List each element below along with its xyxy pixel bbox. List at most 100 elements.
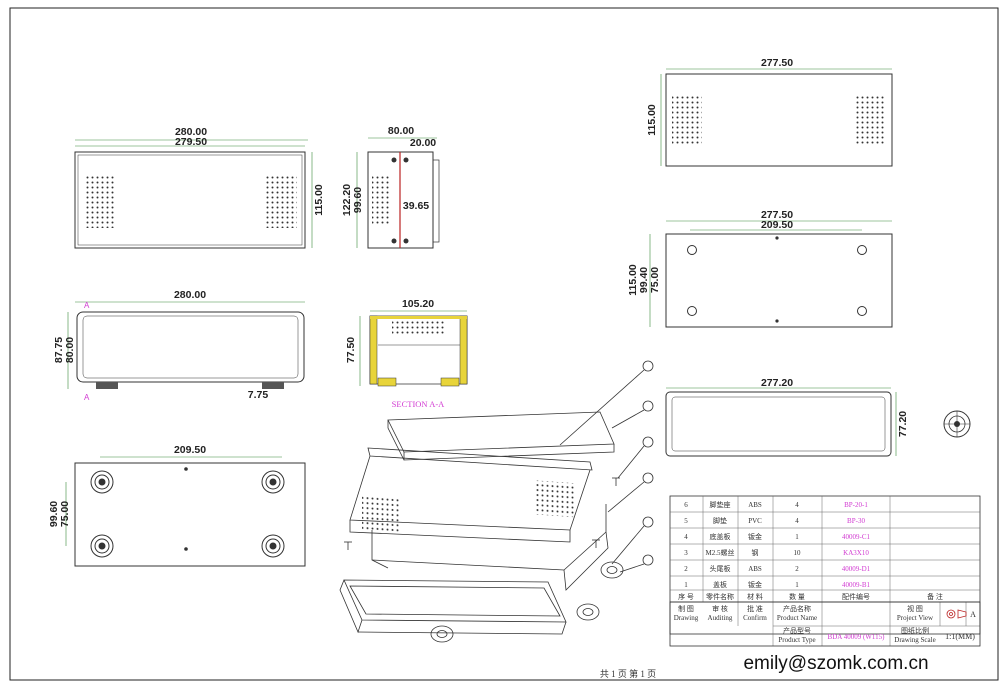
parts-cell-name: 头尾板 (710, 564, 731, 573)
drawing-border (9, 7, 999, 681)
dim-280: 280.00 (175, 126, 207, 138)
parts-cell-material: 钢 (752, 548, 759, 557)
parts-cell-qty: 1 (795, 533, 799, 541)
dim-7-75: 7.75 (248, 389, 269, 401)
dim-277-5: 277.50 (761, 57, 793, 69)
dim-77-5: 77.50 (345, 337, 357, 363)
parts-cell-code: 40009-C1 (842, 533, 871, 541)
section-a-a-view: 105.20 77.50 SECTION A-A (345, 298, 468, 409)
dim-115-top: 115.00 (646, 104, 658, 136)
dim-77-2: 77.20 (897, 411, 909, 437)
tb-project-view-en: Project View (897, 614, 934, 622)
dim-105-2: 105.20 (402, 298, 434, 310)
tb-auditing-en: Auditing (708, 614, 733, 622)
parts-cell-material: ABS (748, 501, 762, 509)
tb-product-type-en: Product Type (778, 636, 815, 644)
dim-280-b: 280.00 (174, 289, 206, 301)
parts-cell-code: 40009-B1 (842, 581, 871, 589)
tb-project-view: 视 图 (907, 604, 923, 613)
parts-cell-name: 底盖板 (710, 532, 731, 541)
section-marker-top: A (84, 301, 90, 310)
header-material: 材 料 (747, 592, 763, 601)
header-code: 配件编号 (842, 592, 870, 601)
parts-cell-code: 40009-D1 (842, 565, 871, 573)
parts-cell-qty: 10 (794, 549, 802, 557)
front-view-feet: 280.00 A A 87.75 80.00 7.75 (53, 289, 305, 402)
parts-cell-material: PVC (748, 517, 762, 525)
dim-99-6-b: 99.60 (48, 501, 60, 527)
parts-cell-name: M2.5螺丝 (706, 548, 735, 557)
section-marker-bottom: A (84, 393, 90, 402)
dim-209-5: 209.50 (174, 444, 206, 456)
header-no: 序 号 (678, 592, 694, 601)
parts-row: 6 脚垫座 ABS 4 BP-20-1 (684, 500, 868, 509)
tb-confirm-en: Confirm (743, 614, 767, 622)
parts-cell-qty: 2 (795, 565, 799, 573)
parts-cell-qty: 1 (795, 581, 799, 589)
dim-99-6: 99.60 (352, 187, 364, 213)
title-block: 制 图 Drawing 审 核 Auditing 批 准 Confirm 产品名… (674, 604, 976, 644)
dim-99-4-mid: 99.40 (638, 267, 650, 293)
exploded-isometric-view (339, 360, 654, 643)
dim-122-2: 122.20 (341, 184, 353, 216)
dim-87-75: 87.75 (53, 337, 65, 363)
dim-115: 115.00 (313, 184, 325, 216)
parts-cell-name: 盖板 (713, 580, 727, 589)
header-remark: 备 注 (927, 592, 943, 601)
header-name: 零件名称 (706, 592, 734, 601)
dim-75-b: 75.00 (59, 501, 71, 527)
dim-80-b: 80.00 (64, 337, 76, 363)
parts-cell-no: 6 (684, 501, 688, 509)
tb-drawing-scale: 图纸比例 (901, 626, 929, 635)
contact-email: emily@szomk.com.cn (743, 653, 928, 674)
parts-cell-material: ABS (748, 565, 762, 573)
dim-115-mid: 115.00 (627, 264, 639, 296)
parts-cell-material: 钣金 (748, 580, 762, 589)
end-panel-view: 277.20 77.20 (665, 377, 971, 457)
dim-39-65: 39.65 (403, 200, 429, 212)
dim-277-5-mid: 277.50 (761, 209, 793, 221)
side-view: 80.00 20.00 122.20 99.60 39.65 (341, 125, 440, 249)
section-label: SECTION A-A (392, 399, 446, 409)
parts-cell-code: BP-20-1 (844, 501, 868, 509)
header-qty: 数 量 (789, 592, 805, 601)
tb-confirm: 批 准 (747, 604, 763, 613)
parts-cell-no: 4 (684, 533, 688, 541)
parts-cell-qty: 4 (795, 501, 799, 509)
tb-revision: A (970, 610, 976, 619)
tb-product-type-value: BDA 40009 (W115) (828, 633, 886, 641)
tb-drawing-scale-en: Drawing Scale (894, 636, 935, 644)
tb-drawing: 制 图 (678, 604, 694, 613)
parts-cell-no: 5 (684, 517, 688, 525)
tb-scale-value: 1:1(MM) (945, 632, 975, 641)
dim-20: 20.00 (410, 137, 436, 149)
dim-277-2: 277.20 (761, 377, 793, 389)
dim-75-mid: 75.00 (649, 267, 661, 293)
tb-product-type: 产品型号 (783, 626, 811, 635)
bottom-plate-view: 277.50 209.50 115.00 99.40 75.00 (627, 209, 893, 328)
parts-header-row: 序 号 零件名称 材 料 数 量 配件编号 备 注 (678, 592, 943, 601)
dim-209-5-mid: 209.50 (761, 219, 793, 231)
parts-cell-name: 脚垫座 (710, 500, 731, 509)
parts-cell-no: 3 (684, 549, 688, 557)
tb-product-name: 产品名称 (783, 604, 811, 613)
bottom-view: 209.50 99.60 75.00 (48, 444, 306, 567)
cover-top-view: 277.50 115.00 (646, 57, 893, 167)
parts-cell-code: BP-30 (847, 517, 865, 525)
dim-279-5: 279.50 (175, 136, 207, 148)
page-info: 共 1 页 第 1 页 (600, 668, 656, 679)
tb-product-name-en: Product Name (777, 614, 817, 622)
tb-auditing: 审 核 (712, 604, 728, 613)
parts-cell-qty: 4 (795, 517, 799, 525)
parts-cell-code: KA3X10 (843, 549, 869, 557)
foot-detail-icon (943, 410, 971, 438)
projection-symbol-icon (946, 609, 967, 619)
parts-row: 3 M2.5螺丝 钢 10 KA3X10 (684, 548, 869, 557)
front-elevation-view: 280.00 279.50 115.00 (74, 126, 325, 249)
